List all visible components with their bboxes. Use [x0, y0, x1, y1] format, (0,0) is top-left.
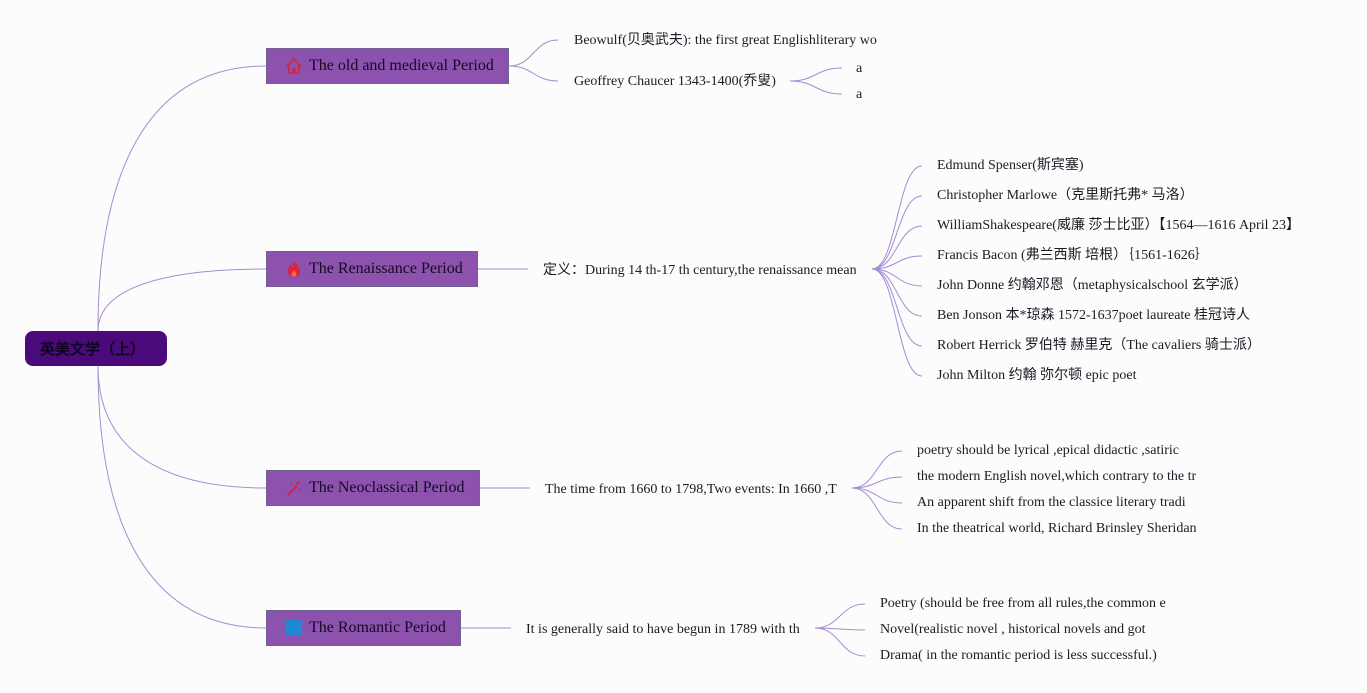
- connector-line: [814, 627, 866, 657]
- connector-line: [871, 268, 923, 347]
- leaf-novel[interactable]: the modern English novel,which contrary …: [917, 469, 1196, 484]
- connector-line: [789, 67, 843, 82]
- connector-line: [508, 65, 559, 82]
- connector-line: [871, 225, 923, 270]
- leaf-shakespeare[interactable]: WilliamShakespeare(威廉 莎士比亚）【1564—1616 Ap…: [937, 218, 1300, 233]
- topic-label: The old and medieval Period: [309, 57, 494, 74]
- leaf-bacon[interactable]: Francis Bacon (弗兰西斯 培根）｛1561-1626｝: [937, 248, 1209, 263]
- flame-icon: [285, 260, 303, 278]
- root-topic-label: 英美文学（上）: [40, 342, 146, 358]
- connector-line: [871, 195, 923, 270]
- connector-line: [871, 255, 923, 270]
- connector-line: [851, 487, 903, 530]
- connector-line: [851, 450, 903, 489]
- subtopic-neoclassical-time[interactable]: The time from 1660 to 1798,Two events: I…: [545, 482, 837, 497]
- connector-line: [871, 268, 923, 377]
- connector-line: [851, 487, 903, 504]
- leaf-jonson[interactable]: Ben Jonson 本*琼森 1572-1637poet laureate 桂…: [937, 308, 1251, 323]
- connector-line: [97, 268, 267, 332]
- leaf-poetry[interactable]: poetry should be lyrical ,epical didacti…: [917, 443, 1179, 458]
- root-topic[interactable]: 英美文学（上）: [25, 331, 167, 366]
- subtopic-chaucer[interactable]: Geoffrey Chaucer 1343-1400(乔叟): [574, 74, 776, 89]
- topic-label: The Renaissance Period: [309, 260, 463, 277]
- leaf-romantic-drama[interactable]: Drama( in the romantic period is less su…: [880, 648, 1157, 663]
- leaf-romantic-novel[interactable]: Novel(realistic novel , historical novel…: [880, 622, 1146, 637]
- leaf-marlowe[interactable]: Christopher Marlowe（克里斯托弗* 马洛）: [937, 188, 1194, 203]
- connector-line: [97, 365, 267, 629]
- leaf-a[interactable]: a: [856, 87, 863, 102]
- topic-renaissance[interactable]: The Renaissance Period: [266, 251, 478, 287]
- subtopic-renaissance-definition[interactable]: 定义：During 14 th-17 th century,the renais…: [543, 263, 857, 278]
- connector-line: [789, 80, 843, 95]
- leaf-herrick[interactable]: Robert Herrick 罗伯特 赫里克（The cavaliers 骑士派…: [937, 338, 1261, 353]
- leaf-donne[interactable]: John Donne 约翰邓恩（metaphysicalschool 玄学派）: [937, 278, 1248, 293]
- leaf-romantic-poetry[interactable]: Poetry (should be free from all rules,th…: [880, 596, 1166, 611]
- connector-line: [814, 603, 866, 629]
- connector-line: [97, 365, 267, 489]
- leaf-theatre[interactable]: In the theatrical world, Richard Brinsle…: [917, 521, 1197, 536]
- leaf-a[interactable]: a: [856, 61, 863, 76]
- house-icon: [285, 57, 303, 75]
- connector-line: [97, 65, 267, 332]
- blue-square-icon: [285, 619, 303, 637]
- connector-line: [508, 39, 559, 67]
- leaf-milton[interactable]: John Milton 约翰 弥尔顿 epic poet: [937, 368, 1137, 383]
- topic-old-medieval[interactable]: The old and medieval Period: [266, 48, 509, 84]
- connector-line: [871, 268, 923, 287]
- connector-line: [871, 165, 923, 270]
- connector-line: [871, 268, 923, 317]
- topic-neoclassical[interactable]: The Neoclassical Period: [266, 470, 480, 506]
- topic-romantic[interactable]: The Romantic Period: [266, 610, 461, 646]
- topic-label: The Neoclassical Period: [309, 479, 465, 496]
- leaf-spenser[interactable]: Edmund Spenser(斯宾塞): [937, 158, 1084, 173]
- subtopic-beowulf[interactable]: Beowulf(贝奥武夫): the first great Englishli…: [574, 33, 877, 48]
- leaf-shift[interactable]: An apparent shift from the classice lite…: [917, 495, 1186, 510]
- connector-line: [851, 476, 903, 489]
- subtopic-romantic-start[interactable]: It is generally said to have begun in 17…: [526, 622, 800, 637]
- topic-label: The Romantic Period: [309, 619, 446, 636]
- magic-wand-icon: [285, 479, 303, 497]
